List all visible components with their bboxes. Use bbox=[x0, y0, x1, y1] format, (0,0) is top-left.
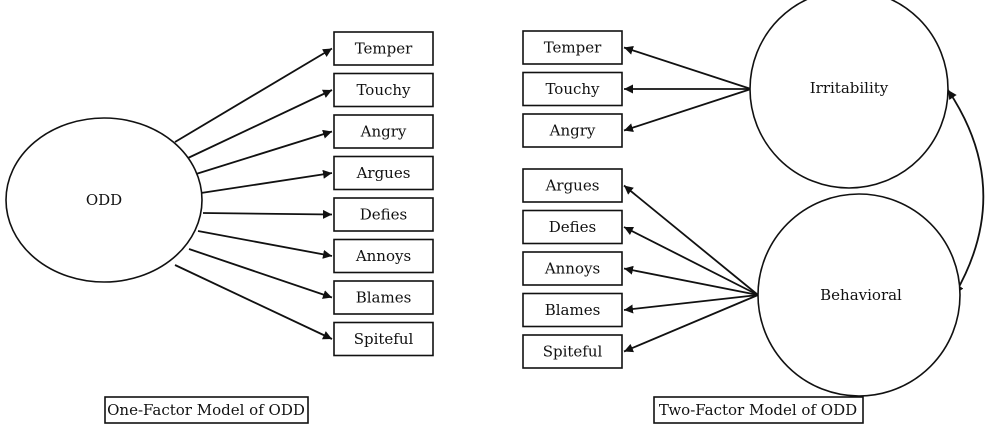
left-indicator-label: Angry bbox=[360, 123, 407, 141]
left-indicator-touchy: Touchy bbox=[333, 72, 434, 108]
irritability-indicator-label: Angry bbox=[549, 122, 596, 140]
odd-factor-ellipse bbox=[5, 117, 203, 283]
two-factor-caption-text: Two-Factor Model of ODD bbox=[659, 401, 857, 419]
right-indicator-boxes: TemperTouchyAngryArguesDefiesAnnoysBlame… bbox=[522, 30, 623, 369]
factor-correlation-arrow bbox=[947, 89, 985, 295]
behavioral-indicator-spiteful: Spiteful bbox=[522, 334, 623, 369]
behavioral-arrow-defies bbox=[623, 226, 759, 296]
behavioral-arrow-argues bbox=[623, 184, 759, 296]
left-arrow-argues bbox=[200, 169, 333, 194]
left-loading-arrows bbox=[174, 47, 333, 340]
left-arrow-defies bbox=[202, 209, 333, 219]
behavioral-factor-label: Behavioral bbox=[820, 286, 902, 304]
behavioral-indicator-defies: Defies bbox=[522, 209, 623, 245]
behavioral-indicator-blames: Blames bbox=[522, 292, 623, 328]
behavioral-indicator-label: Argues bbox=[545, 177, 600, 195]
left-indicator-label: Blames bbox=[356, 289, 412, 307]
left-indicator-label: Spiteful bbox=[354, 330, 414, 348]
irritability-indicator-label: Touchy bbox=[545, 80, 600, 98]
behavioral-arrow-annoys bbox=[623, 265, 759, 296]
irritability-indicator-temper: Temper bbox=[522, 30, 623, 65]
left-arrow-blames bbox=[188, 248, 333, 299]
left-indicator-annoys: Annoys bbox=[333, 238, 434, 274]
one-factor-caption-text: One-Factor Model of ODD bbox=[107, 401, 305, 419]
behavioral-arrow-blames bbox=[623, 294, 759, 314]
left-arrow-temper bbox=[174, 47, 333, 143]
left-indicator-boxes: TemperTouchyAngryArguesDefiesAnnoysBlame… bbox=[333, 31, 434, 357]
left-indicator-blames: Blames bbox=[333, 280, 434, 315]
irritability-indicator-angry: Angry bbox=[522, 113, 623, 148]
left-indicator-label: Temper bbox=[355, 40, 413, 58]
irritability-arrow-temper bbox=[623, 46, 752, 90]
behavioral-indicator-annoys: Annoys bbox=[522, 251, 623, 286]
behavioral-factor-circle bbox=[757, 193, 961, 397]
odd-factor-label: ODD bbox=[86, 191, 122, 209]
left-arrow-touchy bbox=[187, 89, 333, 159]
left-indicator-temper: Temper bbox=[333, 31, 434, 66]
left-arrow-annoys bbox=[197, 230, 333, 259]
left-indicator-label: Argues bbox=[356, 164, 411, 182]
behavioral-indicator-label: Spiteful bbox=[543, 343, 603, 361]
left-indicator-defies: Defies bbox=[333, 197, 434, 232]
left-indicator-spiteful: Spiteful bbox=[333, 321, 434, 357]
left-indicator-angry: Angry bbox=[333, 114, 434, 149]
behavioral-indicator-label: Blames bbox=[545, 301, 601, 319]
irritability-factor-circle bbox=[749, 0, 949, 189]
irritability-factor-label: Irritability bbox=[810, 79, 889, 97]
irritability-indicator-label: Temper bbox=[544, 39, 602, 57]
left-arrow-spiteful bbox=[174, 264, 333, 340]
irritability-arrow-angry bbox=[623, 88, 752, 132]
behavioral-indicator-label: Annoys bbox=[544, 260, 600, 278]
left-arrow-angry bbox=[195, 129, 333, 175]
behavioral-indicator-argues: Argues bbox=[522, 168, 623, 203]
behavioral-indicator-label: Defies bbox=[549, 218, 596, 236]
two-factor-caption: Two-Factor Model of ODD bbox=[653, 396, 864, 424]
left-indicator-label: Touchy bbox=[356, 81, 411, 99]
left-indicator-label: Defies bbox=[360, 206, 407, 224]
one-factor-caption: One-Factor Model of ODD bbox=[104, 396, 309, 424]
irritability-indicator-touchy: Touchy bbox=[522, 71, 623, 107]
left-indicator-argues: Argues bbox=[333, 155, 434, 191]
behavioral-arrow-spiteful bbox=[623, 294, 759, 353]
right-loading-arrows bbox=[623, 46, 759, 353]
left-indicator-label: Annoys bbox=[355, 247, 411, 265]
